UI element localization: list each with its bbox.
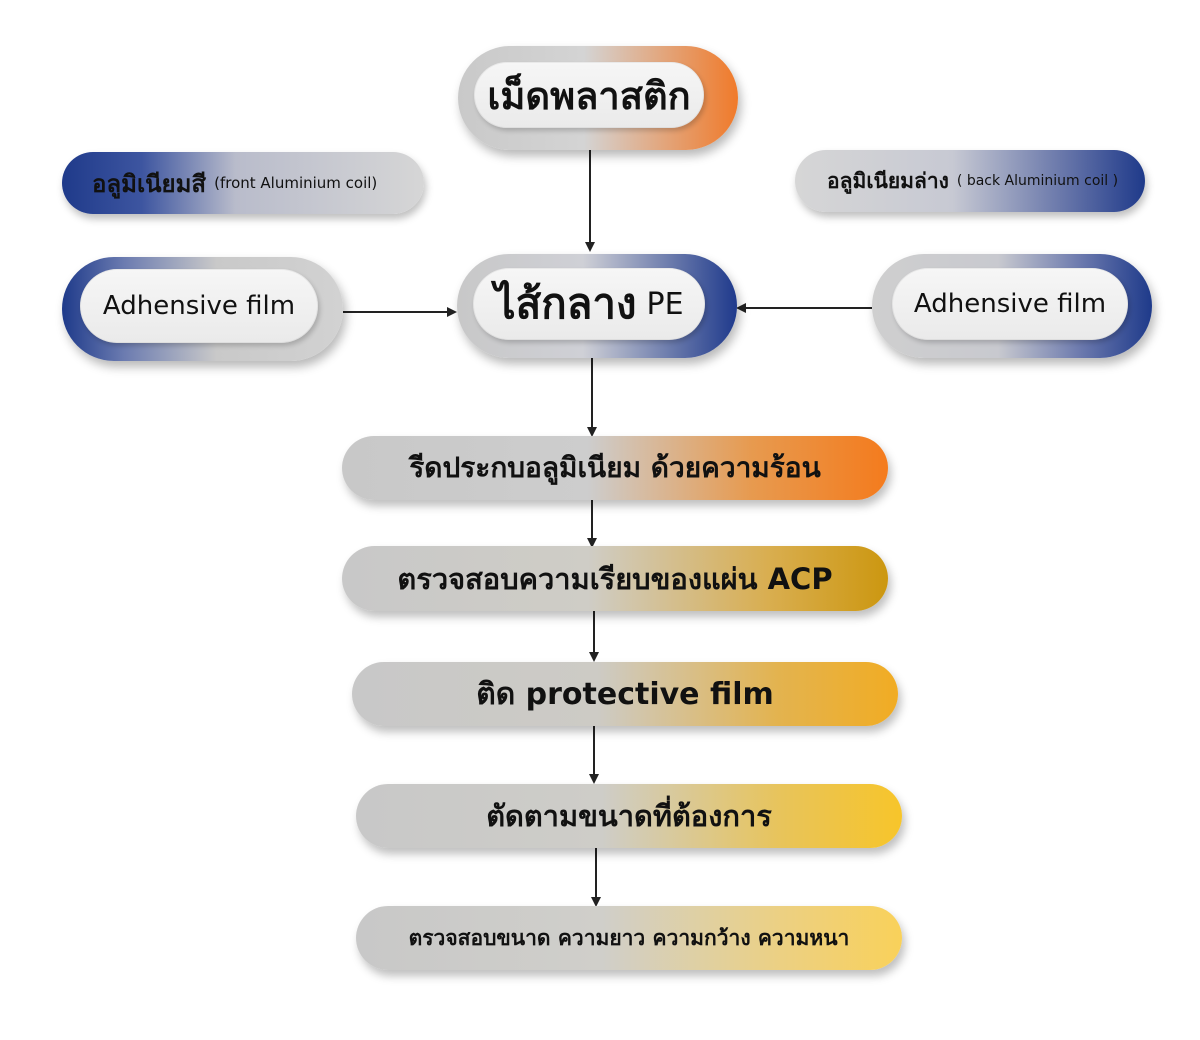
adhesive-film-right-label: Adhensive film — [913, 289, 1107, 319]
adhesive-film-right-inner: Adhensive film — [892, 268, 1128, 340]
step-cut-to-size: ตัดตามขนาดที่ต้องการ — [356, 784, 902, 848]
core-pe-node: ไส้กลาง PE — [457, 254, 737, 358]
adhesive-film-left-inner: Adhensive film — [80, 269, 318, 343]
step-protective-film: ติด protective film — [352, 662, 898, 726]
front-coil-node: อลูมิเนียมสี (front Aluminium coil) — [62, 152, 424, 214]
back-coil-label: อลูมิเนียมล่าง — [827, 168, 949, 193]
adhesive-film-right-node: Adhensive film — [872, 254, 1152, 358]
back-coil-node: อลูมิเนียมล่าง ( back Aluminium coil ) — [795, 150, 1145, 212]
plastic-label: เม็ดพลาสติก — [487, 73, 691, 118]
step-check-dimensions-label: ตรวจสอบขนาด ความยาว ความกว้าง ความหนา — [408, 925, 850, 950]
front-coil-label: อลูมิเนียมสี — [92, 169, 207, 198]
core-label: ไส้กลาง — [494, 279, 637, 328]
step-check-flatness-label: ตรวจสอบความเรียบของแผ่น ACP — [397, 561, 833, 596]
step-cut-to-size-label: ตัดตามขนาดที่ต้องการ — [486, 799, 772, 833]
core-pe-inner: ไส้กลาง PE — [473, 268, 705, 340]
step-heat-laminate: รีดประกบอลูมิเนียม ด้วยความร้อน — [342, 436, 888, 500]
adhesive-film-left-label: Adhensive film — [102, 291, 296, 321]
step-check-flatness: ตรวจสอบความเรียบของแผ่น ACP — [342, 546, 888, 611]
core-sublabel: PE — [646, 286, 684, 322]
step-check-dimensions: ตรวจสอบขนาด ความยาว ความกว้าง ความหนา — [356, 906, 902, 970]
adhesive-film-left-node: Adhensive film — [62, 257, 343, 361]
front-coil-sublabel: (front Aluminium coil) — [214, 174, 378, 192]
step-protective-film-label: ติด protective film — [476, 676, 774, 712]
back-coil-sublabel: ( back Aluminium coil ) — [956, 173, 1119, 189]
step-heat-laminate-label: รีดประกบอลูมิเนียม ด้วยความร้อน — [409, 451, 821, 484]
plastic-node-inner: เม็ดพลาสติก — [474, 62, 704, 128]
plastic-node: เม็ดพลาสติก — [458, 46, 738, 150]
